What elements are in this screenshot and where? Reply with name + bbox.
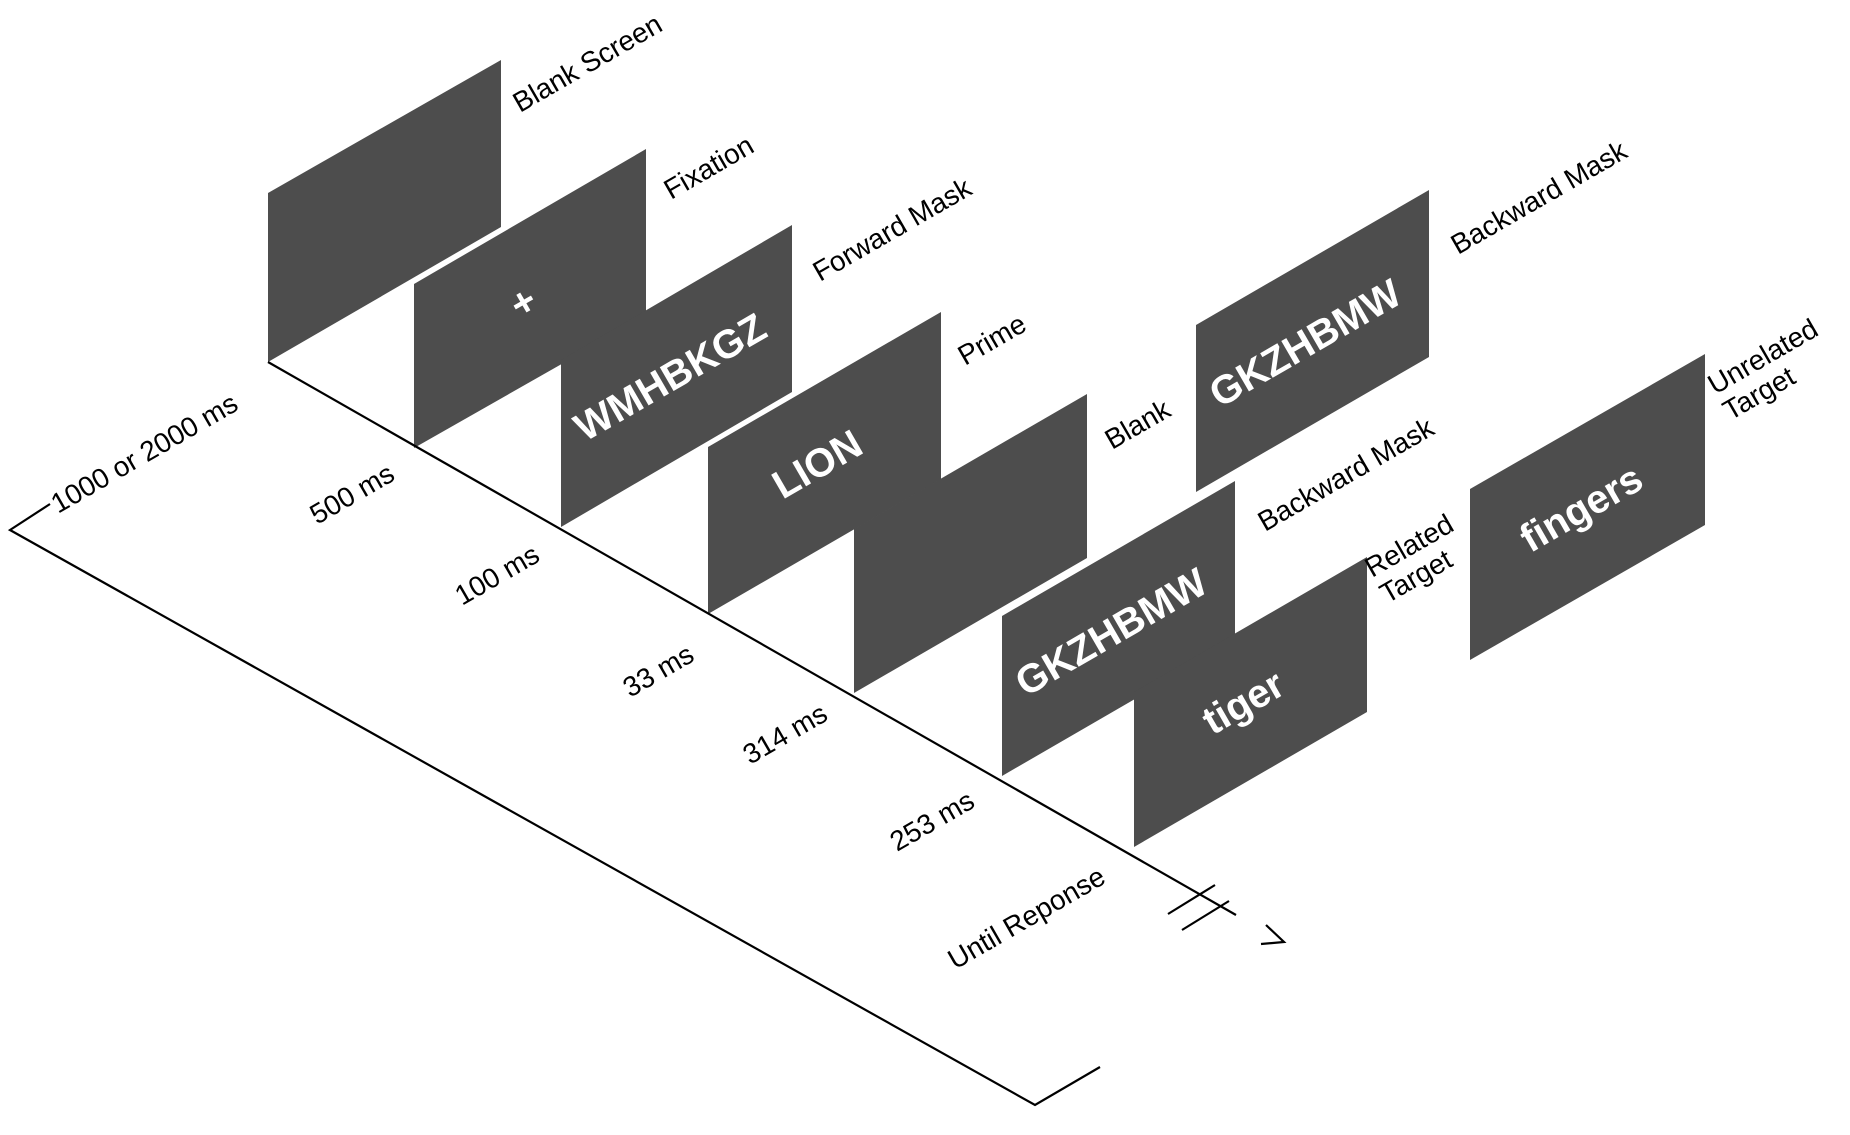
screen-related-target	[1134, 557, 1367, 847]
duration-forward-mask: 100 ms	[450, 538, 545, 611]
label-forward-mask: Forward Mask	[808, 171, 978, 287]
duration-backward-mask: 253 ms	[885, 784, 980, 857]
time-axis	[267, 361, 1237, 916]
screen-unrelated-target	[1470, 354, 1705, 660]
screen-blank	[854, 394, 1087, 693]
label-related-target: Related Target	[1360, 504, 1481, 609]
duration-prime: 33 ms	[618, 638, 700, 703]
screen-blank-screen	[268, 60, 501, 362]
baseline-frame	[7, 503, 1101, 1107]
duration-fixation: 500 ms	[305, 457, 400, 530]
label-prime: Prime	[953, 308, 1032, 371]
label-backward-mask-upper: Backward Mask	[1446, 134, 1634, 260]
label-fixation: Fixation	[659, 129, 759, 205]
label-blank: Blank	[1100, 393, 1177, 455]
axis-break-mark-2	[1181, 900, 1230, 931]
duration-blank-screen: 1000 or 2000 ms	[46, 387, 243, 519]
screen-backward-mask-upper	[1196, 190, 1429, 492]
axis-break-mark-1	[1167, 884, 1216, 915]
duration-blank: 314 ms	[738, 697, 833, 770]
screen-backward-mask-lower	[1002, 481, 1235, 776]
duration-target: Until Reponse	[943, 860, 1111, 975]
screen-fixation	[414, 149, 646, 448]
label-blank-screen: Blank Screen	[508, 8, 668, 118]
axis-arrowhead	[1260, 924, 1287, 946]
screen-prime	[708, 312, 941, 614]
screen-forward-mask	[561, 225, 792, 527]
label-unrelated-target: Unrelated Target	[1703, 309, 1845, 426]
